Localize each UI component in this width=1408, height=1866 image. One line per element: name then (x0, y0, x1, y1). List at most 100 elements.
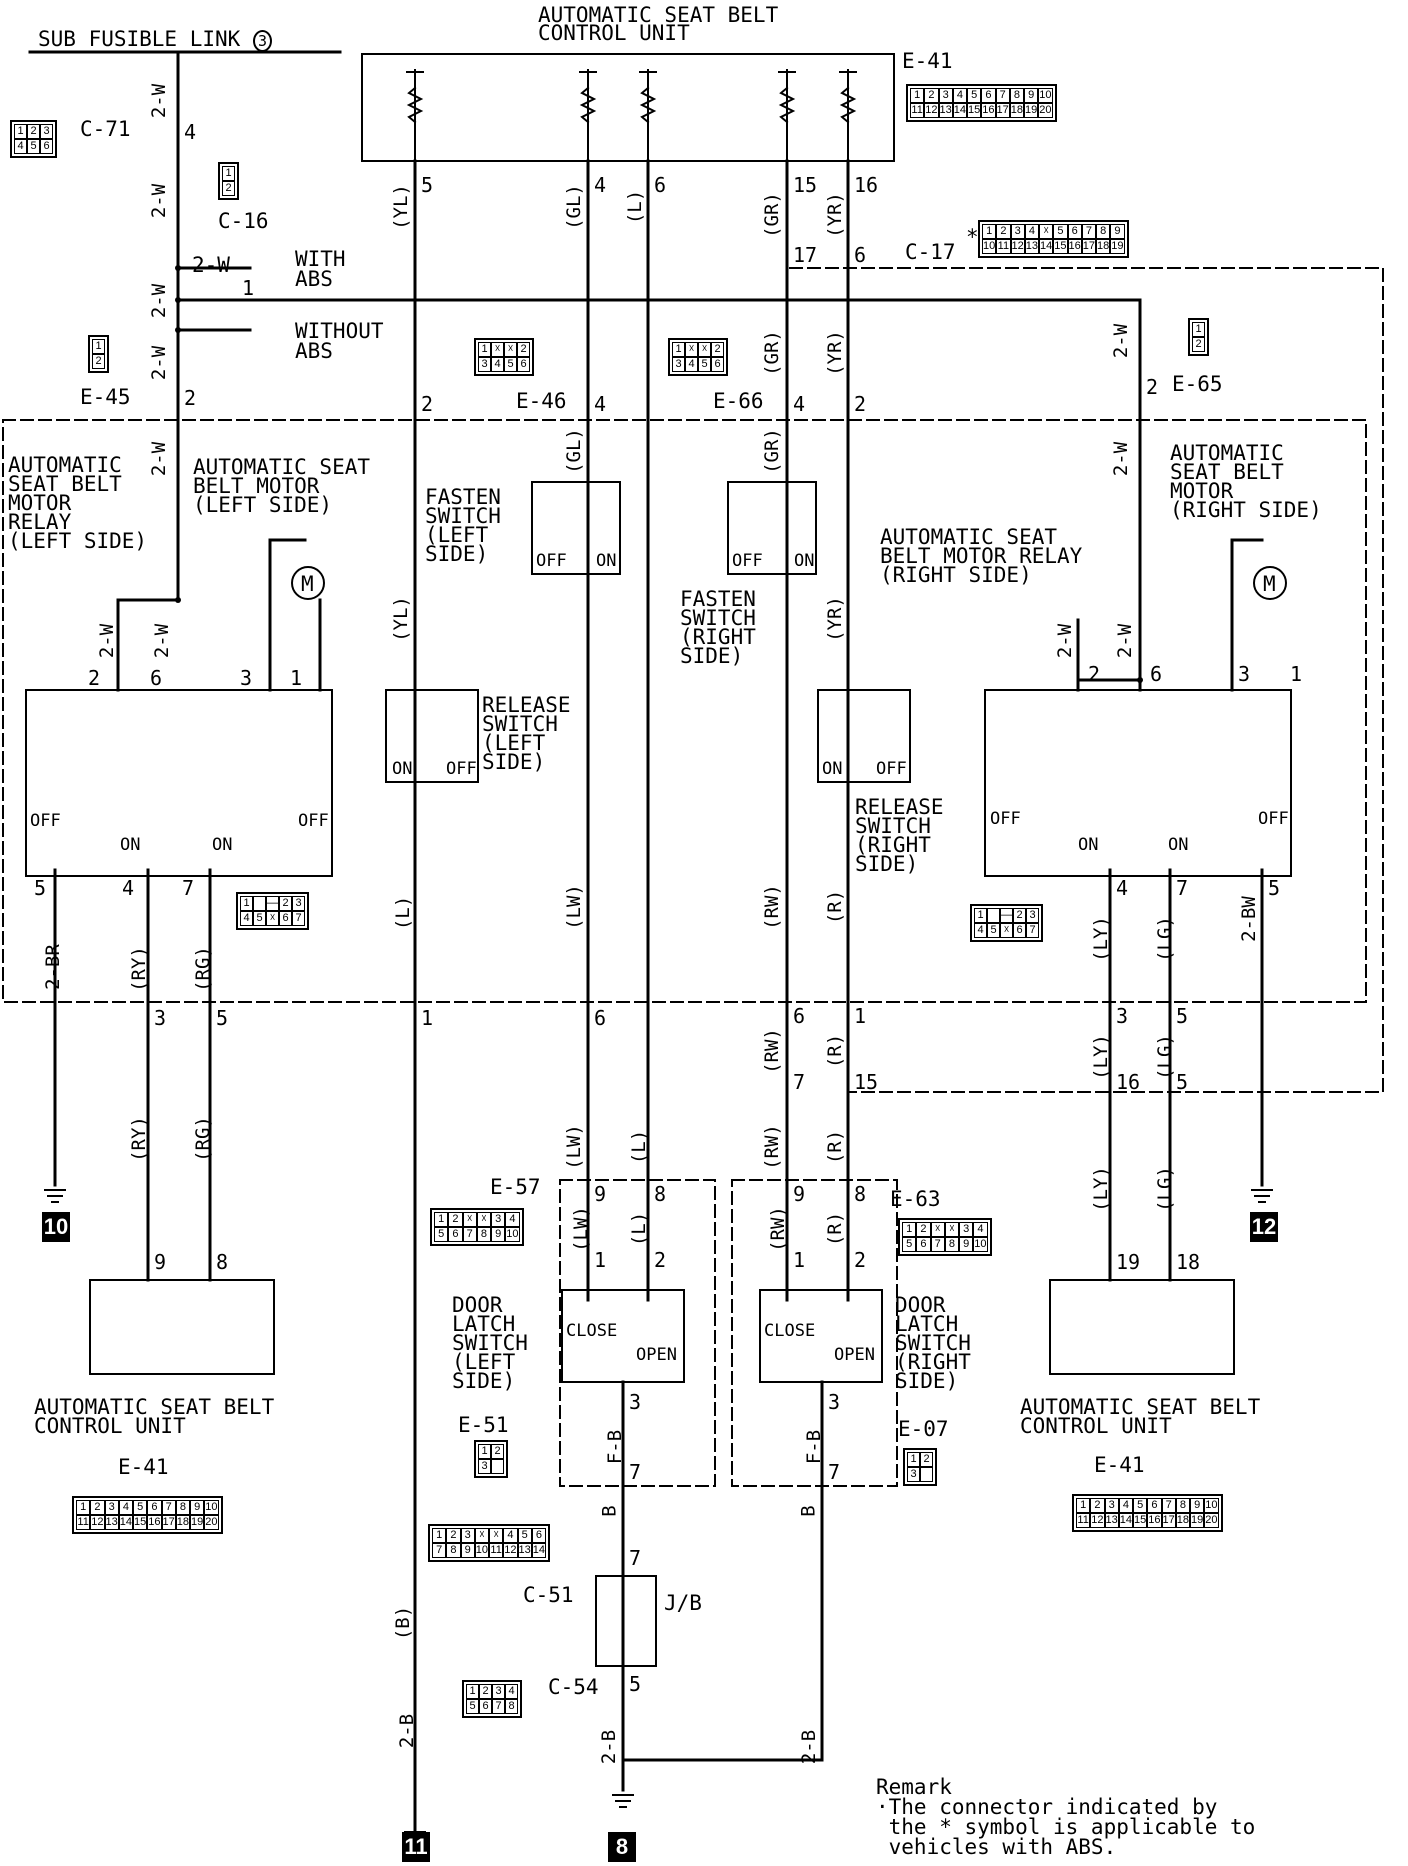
wire-label-2w-5: 2-W (148, 441, 171, 477)
connector-label-e07: E-07 (898, 1417, 949, 1441)
remark-line-3: vehicles with ABS. (876, 1835, 1117, 1859)
fasten-left-on: ON (596, 551, 617, 571)
release-left-on: ON (392, 759, 413, 779)
connector-label-e41-top: E-41 (902, 49, 953, 73)
wire-label-2w-7: 2-W (151, 623, 174, 659)
relay-left-on-1: ON (120, 835, 141, 855)
wire-label-l-3: (L) (628, 1129, 651, 1165)
wire-label-l-2: (L) (392, 895, 415, 931)
ground-id-8: 8 (608, 1832, 636, 1862)
wire-label-lg-3: (LG) (1153, 1166, 1176, 1212)
connector-label-e57: E-57 (490, 1175, 541, 1199)
fusible-link-number: 3 (252, 30, 272, 52)
control-unit-bottom-right-box (1049, 1279, 1235, 1375)
wire-label-lg-1: (LG) (1153, 916, 1176, 962)
wire-label-gr-3: (GR) (760, 428, 783, 474)
latch-right-close: CLOSE (764, 1321, 816, 1341)
connector-label-c17: C-17 (905, 240, 956, 264)
with-abs-label-1: WITH (295, 247, 346, 271)
wire-label-2bw: 2-BW (1237, 896, 1260, 942)
latch-left-close: CLOSE (566, 1321, 618, 1341)
wire-label-ly-3: (LY) (1089, 1166, 1112, 1212)
without-abs-label-1: WITHOUT (295, 319, 384, 343)
wire-label-rg-1: (RG) (191, 946, 214, 992)
connector-label-c54: C-54 (548, 1675, 599, 1699)
wire-label-yl-2: (YL) (389, 596, 412, 642)
wire-label-ry-2: (RY) (127, 1116, 150, 1162)
wire-label-rw-3: (RW) (760, 1124, 783, 1170)
wire-label-gr-2: (GR) (760, 330, 783, 376)
asbcu-top-title-2: CONTROL UNIT (538, 21, 690, 45)
left-relay-box (25, 689, 333, 877)
wire-label-r-4: (R) (824, 1211, 847, 1247)
ground-id-11: 11 (402, 1832, 430, 1862)
fasten-switch-left-box (531, 481, 621, 575)
wire-label-2w-11: 2-W (1114, 623, 1137, 659)
connector-label-c71: C-71 (80, 117, 131, 141)
wire-label-rg-2: (RG) (191, 1116, 214, 1162)
wire-label-gr-1: (GR) (760, 192, 783, 238)
motor-left-m: M (301, 572, 314, 596)
wire-label-2w-horiz: 2-W (192, 253, 230, 277)
connector-label-e65: E-65 (1172, 372, 1223, 396)
wire-label-2b-2: 2-B (598, 1729, 621, 1765)
fasten-left-off: OFF (536, 551, 567, 571)
latch-left-open: OPEN (636, 1345, 677, 1365)
relay-right-on-1: ON (1078, 835, 1099, 855)
remark-title: Remark (876, 1775, 952, 1799)
right-relay-box (984, 689, 1292, 877)
wire-label-2w-2: 2-W (148, 183, 171, 219)
relay-right-off-2: OFF (1258, 809, 1289, 829)
wire-label-rw-1: (RW) (760, 884, 783, 930)
wire-label-b-paren: (B) (392, 1605, 415, 1641)
relay-left-off-1: OFF (30, 811, 61, 831)
wire-label-r-2: (R) (824, 1033, 847, 1069)
wire-label-yr-1: (YR) (823, 192, 846, 238)
wire-label-rw-4: (RW) (766, 1206, 789, 1252)
without-abs-label-2: ABS (295, 339, 333, 363)
connector-label-c16: C-16 (218, 209, 269, 233)
motor-left-symbol (291, 566, 325, 600)
remark-line-1: ·The connector indicated by (876, 1795, 1218, 1819)
wire-label-lw-2: (LW) (562, 1124, 585, 1170)
asbcu-top-title-1: AUTOMATIC SEAT BELT (538, 3, 779, 27)
wire-label-r-1: (R) (824, 889, 847, 925)
wire-label-2w-3: 2-W (148, 283, 171, 319)
relay-left-on-2: ON (212, 835, 233, 855)
wire-label-fb-left: F-B (604, 1429, 627, 1465)
wire-label-b-left: B (598, 1505, 621, 1517)
with-abs-label-2: ABS (295, 267, 333, 291)
dashed-outline-main (2, 419, 1367, 1003)
wire-label-2w-4: 2-W (148, 345, 171, 381)
motor-right-m: M (1263, 572, 1276, 596)
wire-label-2br: 2-BR (41, 944, 64, 990)
wire-label-ly-1: (LY) (1089, 916, 1112, 962)
wire-label-ry-1: (RY) (127, 946, 150, 992)
wire-label-l-4: (L) (628, 1211, 651, 1247)
wire-label-l-1: (L) (624, 189, 647, 225)
fasten-right-off: OFF (732, 551, 763, 571)
junction-block-label: J/B (664, 1591, 702, 1615)
connector-label-e41-left: E-41 (118, 1455, 169, 1479)
wire-label-ly-2: (LY) (1089, 1034, 1112, 1080)
junction-block-box (595, 1575, 657, 1667)
